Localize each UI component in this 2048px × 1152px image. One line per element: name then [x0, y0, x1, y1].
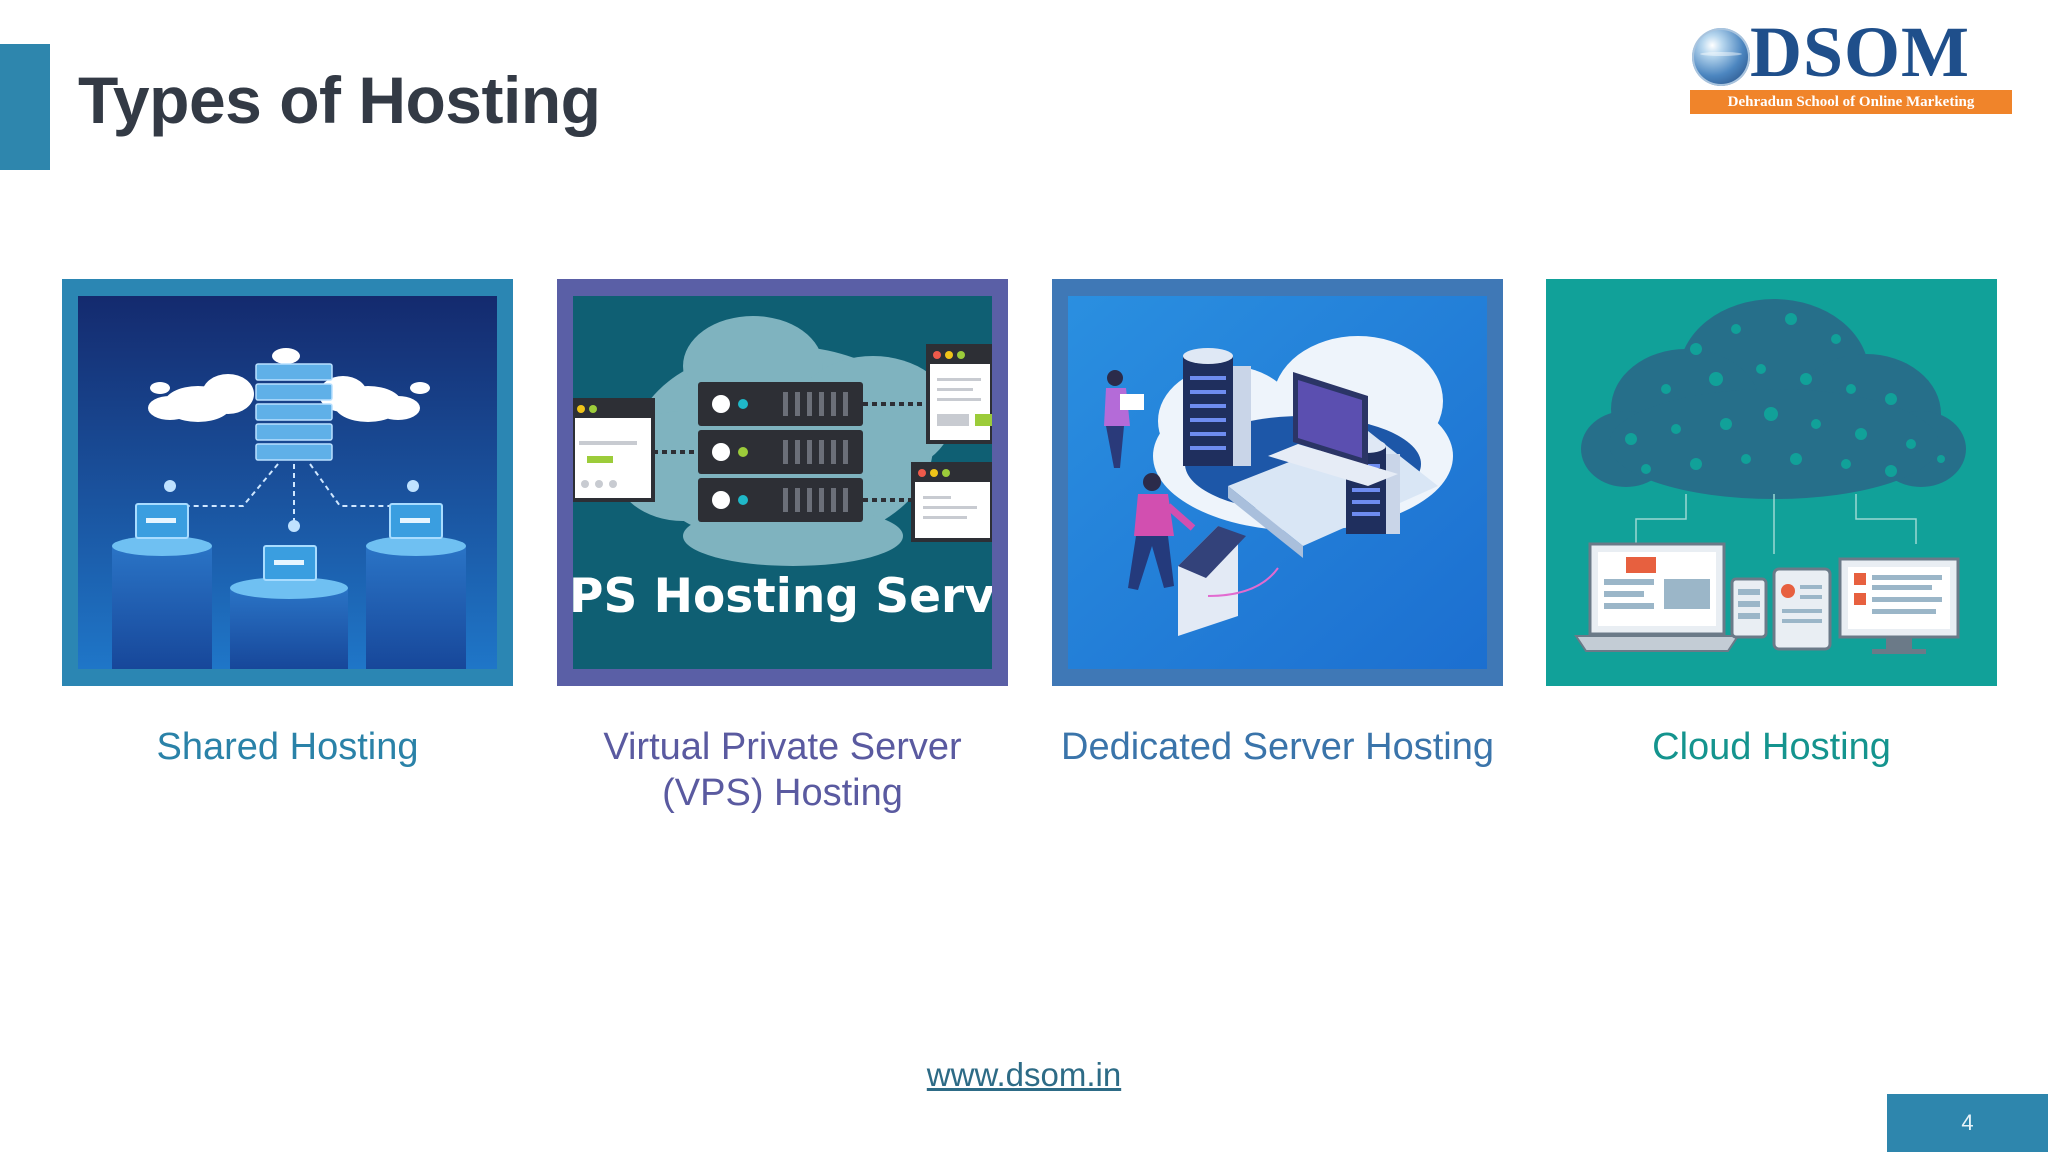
card-caption: Cloud Hosting: [1652, 726, 1891, 768]
slide-title: Types of Hosting: [78, 63, 601, 137]
website-link[interactable]: www.dsom.in: [926, 1056, 1122, 1093]
hosting-card-dedicated: Dedicated Server Hosting: [1052, 279, 1503, 770]
card-image-frame: [1052, 279, 1503, 686]
hosting-card-shared: Shared Hosting: [62, 279, 513, 770]
shared-hosting-illustration: [78, 296, 497, 669]
dedicated-server-illustration: [1068, 296, 1487, 669]
title-accent-bar: [0, 44, 50, 170]
page-number: 4: [1961, 1110, 1974, 1135]
cloud-hosting-illustration: [1546, 279, 1997, 686]
logo-tagline: Dehradun School of Online Marketing: [1690, 90, 2012, 114]
hosting-card-vps: PS Hosting Servic Virtual Private Server…: [557, 279, 1008, 816]
vps-hosting-illustration: PS Hosting Servic: [573, 296, 992, 669]
footer-website: www.dsom.in: [0, 1056, 2048, 1094]
card-caption: Virtual Private Server (VPS) Hosting: [603, 726, 962, 814]
card-image-frame: PS Hosting Servic: [557, 279, 1008, 686]
globe-icon: [1692, 28, 1750, 86]
card-image-frame: [1546, 279, 1997, 686]
logo-wordmark: DSOM: [1750, 12, 1970, 92]
vps-image-text: PS Hosting Servic: [573, 569, 992, 624]
hosting-card-cloud: Cloud Hosting: [1546, 279, 1997, 770]
card-caption: Shared Hosting: [156, 726, 419, 768]
card-image-frame: [62, 279, 513, 686]
card-caption: Dedicated Server Hosting: [1061, 726, 1494, 768]
page-number-box: 4: [1887, 1094, 2048, 1152]
dsom-logo: DSOM Dehradun School of Online Marketing: [1688, 16, 2014, 118]
